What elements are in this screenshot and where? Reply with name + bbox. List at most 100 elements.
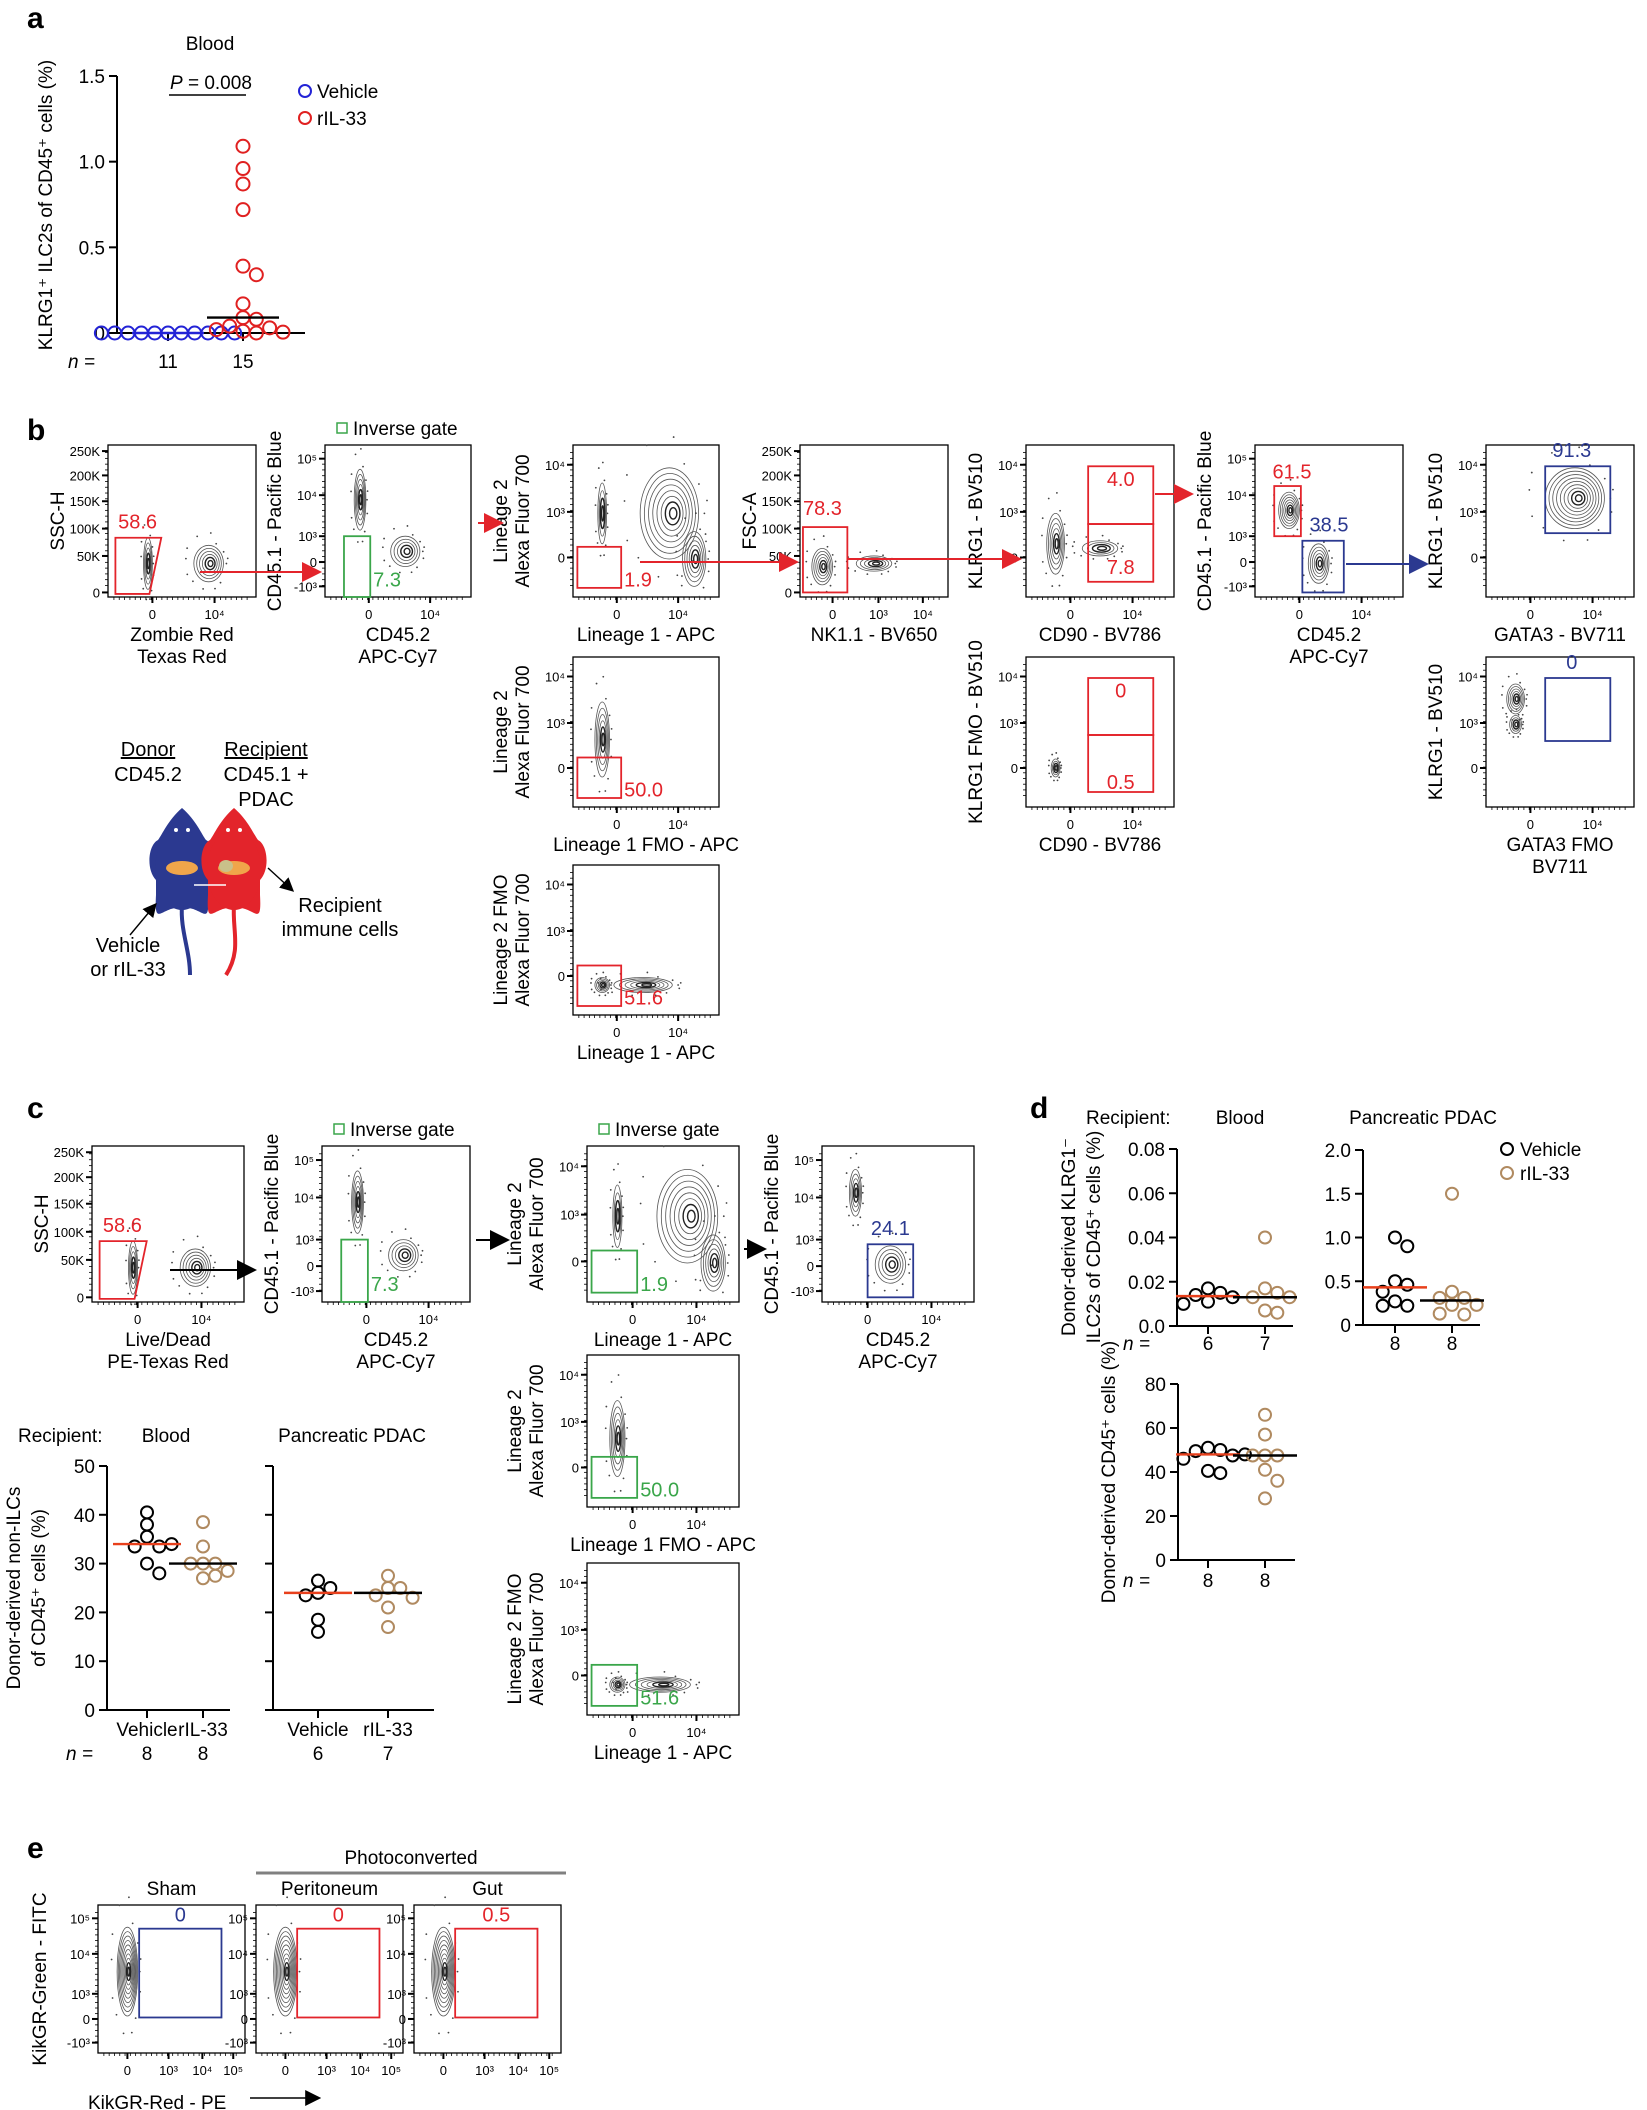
gate-percentage: 24.1	[871, 1218, 910, 1240]
y-tick-label: 10⁴	[559, 1368, 579, 1383]
event-dot	[702, 586, 705, 589]
recipient-marker: CD45.1 +	[223, 764, 308, 786]
event-dot	[272, 2013, 274, 2016]
event-dot	[618, 1258, 621, 1260]
contour-line	[599, 726, 607, 753]
event-dot	[620, 1675, 623, 1678]
gate-percentage: 91.3	[1552, 440, 1591, 462]
legend-label: Vehicle	[1520, 1140, 1581, 1161]
gate-percentage: 50.0	[624, 780, 663, 802]
contour-line	[352, 1175, 364, 1229]
x-axis-label: GATA3 - BV711	[1494, 625, 1626, 646]
event-dot	[882, 554, 884, 557]
event-dot	[857, 1224, 859, 1226]
x-tick-label: 0	[629, 1517, 636, 1532]
event-dot	[908, 1272, 911, 1274]
x-tick-label: 10⁴	[1123, 817, 1143, 832]
data-point-ril-33	[381, 1620, 395, 1635]
event-dot	[597, 982, 600, 984]
event-dot	[125, 1244, 128, 1247]
event-dot	[1521, 713, 1524, 716]
event-dot	[192, 580, 194, 583]
event-dot	[620, 1396, 623, 1399]
event-dot	[1330, 571, 1333, 574]
y-tick-label: -10³	[383, 2036, 407, 2051]
contour-line	[641, 983, 653, 987]
n-value: 8	[142, 1744, 153, 1765]
pancreas-icon	[166, 861, 198, 875]
data-point-ril-33	[275, 324, 291, 340]
x-axis-label: BV711	[1532, 857, 1588, 878]
event-dot	[724, 1236, 726, 1239]
x-tick-label: 0	[124, 2063, 131, 2078]
contour-density	[350, 447, 426, 574]
contour-line	[1311, 549, 1327, 578]
contour-line	[1514, 721, 1519, 728]
event-dot	[410, 571, 413, 574]
event-dot	[701, 1164, 704, 1167]
gate	[340, 1238, 369, 1303]
event-dot	[810, 583, 813, 586]
plot-header: Inverse gate	[353, 419, 458, 440]
data-point-ril-33	[235, 296, 251, 312]
data-point-ril-33	[1258, 1281, 1272, 1296]
event-dot	[347, 1192, 350, 1195]
event-dot	[196, 535, 199, 538]
gate-percentage: 38.5	[1310, 515, 1349, 537]
event-dot	[1056, 757, 1059, 760]
contour-line	[395, 1245, 414, 1265]
event-dot	[447, 2031, 450, 2034]
data-point-ril-33	[196, 1539, 210, 1554]
event-dot	[361, 540, 364, 543]
contour-line	[1048, 518, 1064, 570]
event-dot	[289, 2031, 292, 2034]
contour-line	[145, 547, 152, 580]
event-dot	[607, 991, 609, 994]
data-point-vehicle	[1375, 1284, 1390, 1299]
event-dot	[1313, 590, 1316, 592]
y-tick-label: 50K	[77, 549, 100, 564]
x-tick-label: 10⁴	[913, 607, 933, 622]
x-axis-label: CD90 - BV786	[1039, 835, 1162, 856]
event-dot	[286, 1896, 289, 1899]
event-dot	[1059, 761, 1061, 764]
y-tick-label: 10⁵	[794, 1153, 814, 1168]
contour-line	[356, 479, 365, 521]
legend-marker	[1500, 1166, 1514, 1180]
y-tick-label: 10⁴	[545, 458, 565, 473]
gate-percentage: 7.3	[371, 1274, 399, 1296]
x-tick-label: 0	[1296, 607, 1303, 622]
event-dot	[675, 1280, 677, 1283]
event-dot	[111, 1997, 114, 1999]
y-tick-label: 10⁴	[1227, 488, 1247, 503]
x-tick-label: 10⁴	[419, 1312, 439, 1327]
event-dot	[612, 1681, 615, 1684]
event-dot	[1501, 694, 1503, 696]
data-point-vehicle	[298, 1588, 313, 1603]
event-dot	[363, 530, 366, 533]
chart-title: Pancreatic PDAC	[1349, 1108, 1497, 1129]
contour-line	[1091, 543, 1111, 553]
gate	[1273, 485, 1302, 538]
event-dot	[1106, 557, 1109, 560]
event-dot	[597, 467, 600, 469]
event-dot	[420, 1254, 423, 1257]
data-point-ril-33	[235, 258, 251, 274]
gate	[576, 756, 623, 799]
x-tick-label: 0	[282, 2063, 289, 2078]
tumor-icon	[219, 860, 233, 872]
event-dot	[852, 1224, 855, 1227]
event-dot	[1296, 528, 1299, 531]
contour-line	[884, 1256, 899, 1273]
y-tick-label: 0	[1471, 550, 1478, 565]
event-dot	[806, 550, 809, 553]
gate	[1544, 677, 1612, 742]
event-dot	[140, 555, 143, 558]
event-dot	[366, 490, 369, 493]
treatment-arrow	[129, 902, 157, 936]
contour-line	[435, 1940, 453, 2004]
mouse-eye	[226, 828, 230, 832]
contour-density	[140, 519, 229, 601]
y-tick-label: 150K	[54, 1197, 85, 1212]
